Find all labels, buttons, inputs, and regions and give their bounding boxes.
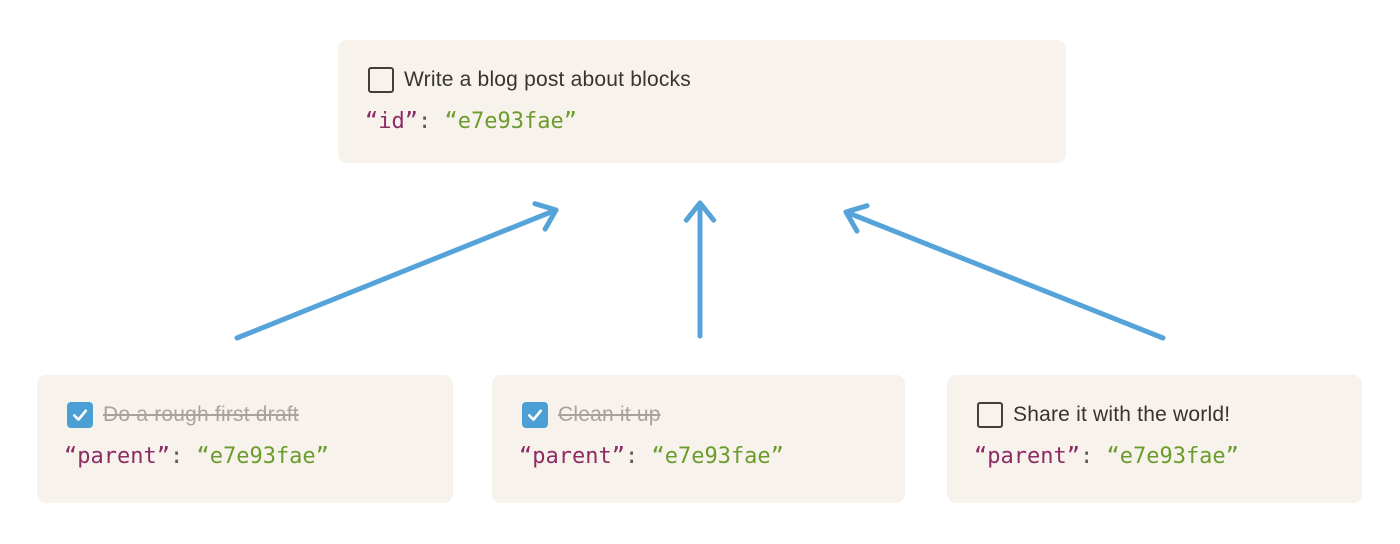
task-label: Clean it up bbox=[558, 403, 661, 427]
arrow bbox=[843, 203, 1166, 341]
task-row: Share it with the world! bbox=[974, 402, 1334, 428]
task-row: Write a blog post about blocks bbox=[365, 67, 1038, 93]
code-key: “parent” bbox=[64, 444, 170, 469]
task-card-parent: Write a blog post about blocks “id”: “e7… bbox=[338, 40, 1066, 163]
task-card-child-1: Do a rough first draft “parent”: “e7e93f… bbox=[37, 375, 453, 503]
task-label: Share it with the world! bbox=[1013, 403, 1231, 427]
task-label: Do a rough first draft bbox=[103, 403, 299, 427]
code-separator: : bbox=[169, 444, 197, 469]
code-value: “e7e93fae” bbox=[196, 444, 329, 469]
code-line: “parent”: “e7e93fae” bbox=[519, 443, 877, 472]
code-key: “id” bbox=[365, 109, 418, 134]
code-line: “parent”: “e7e93fae” bbox=[64, 443, 425, 472]
code-line: “id”: “e7e93fae” bbox=[365, 108, 1038, 137]
code-line: “parent”: “e7e93fae” bbox=[974, 443, 1334, 472]
code-key: “parent” bbox=[974, 444, 1080, 469]
arrow bbox=[683, 200, 717, 339]
task-checkbox[interactable] bbox=[67, 402, 93, 428]
code-value: “e7e93fae” bbox=[444, 109, 577, 134]
code-value: “e7e93fae” bbox=[651, 444, 784, 469]
task-card-child-2: Clean it up “parent”: “e7e93fae” bbox=[492, 375, 905, 503]
arrow bbox=[234, 201, 559, 341]
code-separator: : bbox=[417, 109, 445, 134]
task-label: Write a blog post about blocks bbox=[404, 68, 691, 92]
task-checkbox[interactable] bbox=[368, 67, 394, 93]
task-checkbox[interactable] bbox=[522, 402, 548, 428]
checkmark-icon bbox=[527, 409, 543, 421]
arrowhead-icon bbox=[683, 200, 717, 223]
code-key: “parent” bbox=[519, 444, 625, 469]
code-separator: : bbox=[624, 444, 652, 469]
task-row: Clean it up bbox=[519, 402, 877, 428]
arrowhead-icon bbox=[532, 201, 559, 232]
checkmark-icon bbox=[72, 409, 88, 421]
task-row: Do a rough first draft bbox=[64, 402, 425, 428]
arrowhead-icon bbox=[843, 203, 870, 234]
code-value: “e7e93fae” bbox=[1106, 444, 1239, 469]
code-separator: : bbox=[1079, 444, 1107, 469]
task-checkbox[interactable] bbox=[977, 402, 1003, 428]
task-card-child-3: Share it with the world! “parent”: “e7e9… bbox=[947, 375, 1362, 503]
